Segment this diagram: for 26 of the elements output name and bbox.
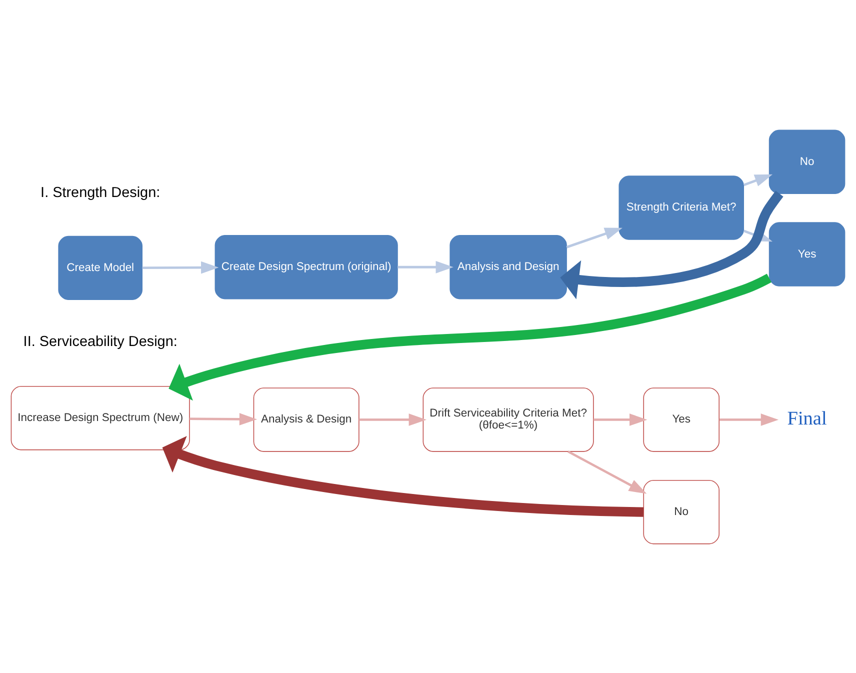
node-box: Create Design Spectrum (original)	[214, 234, 398, 299]
node-box: Create Model	[58, 235, 143, 300]
arrow	[162, 436, 644, 516]
arrow	[560, 190, 784, 299]
arrow	[142, 260, 219, 274]
node-box: Analysis and Design	[450, 234, 567, 299]
node-box: Drift Serviceability Criteria Met? (θfoe<=1%)	[422, 387, 594, 452]
arrow	[566, 227, 622, 248]
arrow	[359, 413, 426, 426]
node-box: Yes	[643, 387, 720, 452]
arrow	[190, 412, 258, 425]
node-box: Increase Design Spectrum (New)	[10, 385, 190, 450]
node-box: No	[768, 129, 846, 194]
label: I. Strength Design:	[40, 184, 160, 200]
arrow	[719, 413, 779, 426]
arrow	[568, 450, 647, 494]
node-box: Analysis & Design	[253, 387, 360, 452]
arrow	[743, 174, 773, 186]
arrow	[398, 260, 454, 273]
arrow	[168, 273, 772, 400]
arrow	[594, 413, 648, 426]
node-box: Yes	[768, 222, 846, 286]
node-box: Strength Criteria Met?	[618, 175, 744, 240]
node-text: Final	[787, 408, 827, 430]
label: II. Serviceability Design:	[23, 334, 178, 350]
node-box: No	[643, 479, 720, 544]
